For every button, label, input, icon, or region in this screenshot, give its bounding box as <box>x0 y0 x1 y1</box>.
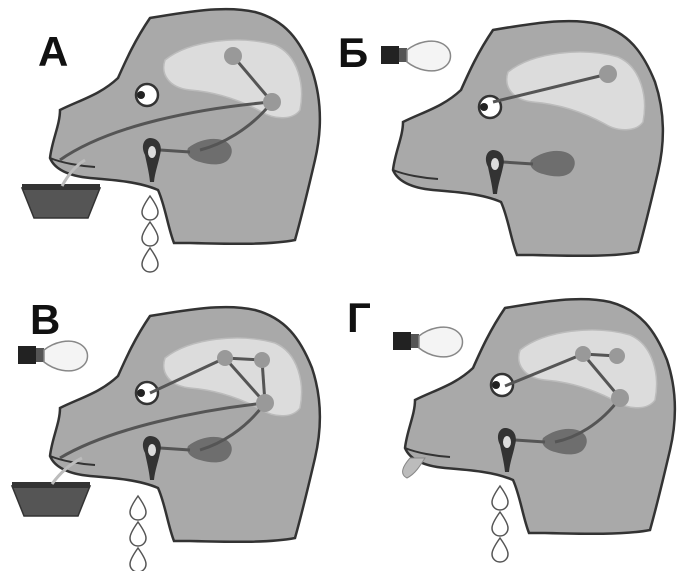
light-bulb-icon <box>392 326 464 358</box>
food-bowl <box>21 183 101 219</box>
light-bulb-icon <box>17 340 89 372</box>
food-bowl <box>11 481 91 517</box>
cortex-center <box>224 47 242 65</box>
panel-g: Г <box>347 294 677 563</box>
subcortical-center <box>256 394 274 412</box>
saliva-drops <box>129 495 147 571</box>
cortex-center <box>254 352 270 368</box>
visual-cortex-center <box>575 346 591 362</box>
cortex-center <box>609 348 625 364</box>
panel-label-v: В <box>30 296 60 343</box>
panel-b: Б <box>338 19 665 258</box>
panel-label-g: Г <box>347 294 371 341</box>
neural-pathways <box>492 72 609 104</box>
panel-label-b: Б <box>338 29 368 76</box>
saliva-drops <box>491 485 509 563</box>
panel-label-a: А <box>38 28 68 75</box>
subcortical-center <box>611 389 629 407</box>
bowl-stream <box>50 456 83 485</box>
panel-a: А <box>21 7 322 273</box>
tongue <box>402 457 426 479</box>
panel-v: В <box>11 296 322 571</box>
visual-cortex-center <box>217 350 233 366</box>
light-bulb-icon <box>380 40 452 72</box>
neural-pathways <box>59 55 274 162</box>
visual-cortex-center <box>599 65 617 83</box>
saliva-drops <box>141 195 159 273</box>
bowl-stream <box>60 158 86 187</box>
subcortical-center <box>263 93 281 111</box>
